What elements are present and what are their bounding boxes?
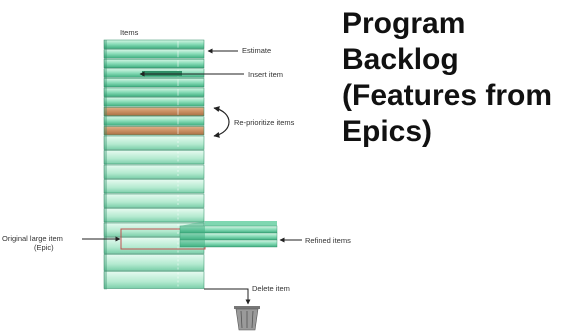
backlog-item [103,164,205,179]
items-label: Items [120,28,139,37]
delete-arrow [204,288,251,305]
title-line-1: Program [342,7,466,40]
estimate-label: Estimate [242,46,271,55]
refined-items-label: Refined items [305,236,351,245]
backlog-item [103,150,205,165]
reprioritized-item [103,106,205,117]
epic-label: (Epic) [34,243,54,252]
backlog-item [103,87,205,97]
reprioritize-label: Re-prioritize items [234,118,295,127]
backlog-item [103,58,205,69]
large-backlog-item [103,254,205,271]
backlog-item [103,135,205,150]
original-large-item-label: Original large item [2,234,63,243]
large-backlog-item [103,271,205,289]
backlog-item [103,49,205,59]
insert-item-label: Insert item [248,70,283,79]
backlog-item [103,193,205,208]
delete-item-label: Delete item [252,284,290,293]
backlog-item [103,39,205,49]
title-line-4: Epics) [342,115,433,148]
refined-items-group [179,221,278,248]
reprioritize-arrow [213,106,230,138]
backlog-item [103,179,205,194]
backlog-item [103,97,205,107]
reprioritized-item [103,126,205,136]
backlog-item-stack [103,39,205,290]
stack-edge-shade [104,40,107,290]
title-line-2: Backlog [342,43,459,76]
backlog-item [103,208,205,223]
page-title: Program Backlog (Features from Epics) [342,6,570,150]
title-line-3: (Features from [342,79,553,112]
backlog-item [103,78,205,88]
backlog-item [103,116,205,126]
trash-can-icon [234,306,260,331]
